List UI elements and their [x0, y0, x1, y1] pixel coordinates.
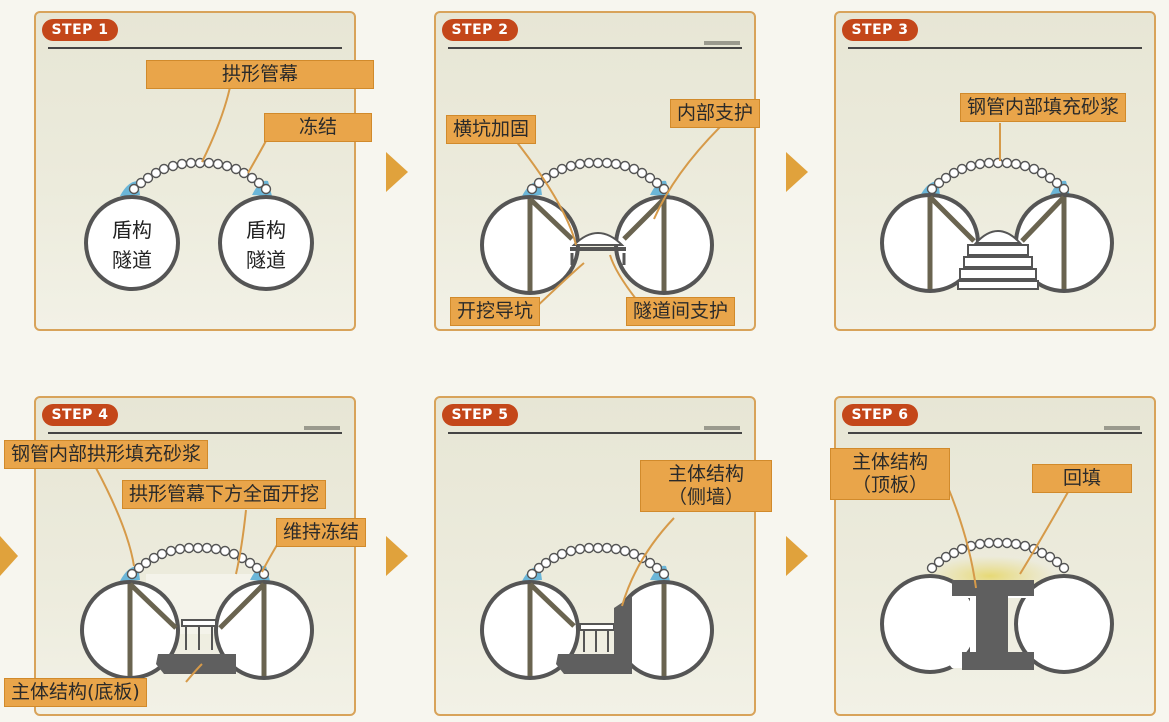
arrow-4-to-5: [386, 536, 408, 576]
label-side-wall-line-2: （侧墙）: [667, 485, 744, 508]
leader-line: [653, 124, 723, 220]
arrow-1-to-2: [386, 152, 408, 192]
tunnel-right-text-1: 盾构: [246, 218, 286, 242]
temporary-frame: [579, 623, 615, 652]
label-arch-pipe-grout: 钢管内部拱形填充砂浆: [4, 440, 209, 469]
label-roof-slab-line-2: （顶板）: [851, 473, 928, 496]
leader-line: [621, 517, 675, 607]
label-keep-freeze: 维持冻结: [276, 518, 367, 547]
step-1-badge: STEP 1: [42, 19, 118, 41]
step-4-ground-line: [48, 432, 342, 434]
tunnel-left-text-2: 隧道: [112, 248, 152, 272]
label-side-wall-line-1: 主体结构: [667, 463, 744, 485]
base-slab: [156, 654, 236, 674]
internal-support: [927, 195, 1067, 289]
arch-pipe-roof: [128, 157, 272, 195]
leader-line: [201, 76, 233, 163]
step-2-panel: STEP 2: [434, 11, 761, 331]
arch-pipe-roof: [526, 157, 670, 195]
arrow-5-to-6: [786, 536, 808, 576]
arch-pipe-roof: [526, 542, 670, 580]
step-5-ground-line: [448, 432, 742, 434]
leader-line: [247, 136, 269, 174]
label-full-excavation: 拱形管幕下方全面开挖: [122, 480, 327, 509]
step-5-mark: [704, 426, 740, 430]
step-3-drawing: [880, 123, 1114, 293]
label-internal-support: 内部支护: [670, 99, 761, 128]
label-between-tunnel-support: 隧道间支护: [626, 297, 736, 326]
pilot-tunnel: [973, 230, 1023, 244]
tunnel-left-text-1: 盾构: [112, 218, 152, 242]
label-roof-slab: 主体结构 （顶板）: [830, 448, 950, 500]
step-3-badge: STEP 3: [842, 19, 918, 41]
pilot-tunnel: [571, 232, 625, 246]
temporary-frame: [181, 619, 217, 650]
leader-line: [1019, 491, 1069, 575]
side-wall: [556, 596, 632, 674]
step-4-panel: STEP 4: [4, 396, 367, 716]
step-2-ground-line: [448, 47, 742, 49]
step-2-mark: [704, 41, 740, 45]
step-1-panel: STEP 1 盾构 隧道 盾构 隧道: [34, 11, 374, 331]
step-4-mark: [304, 426, 340, 430]
leader-line: [185, 663, 203, 683]
internal-support: [527, 582, 667, 676]
tunnel-right-text-2: 隧道: [246, 248, 286, 272]
step-6-drawing: [880, 459, 1114, 674]
step-4-badge: STEP 4: [42, 404, 118, 426]
step-6-mark: [1104, 426, 1140, 430]
step-6-ground-line: [848, 432, 1142, 434]
label-base-slab: 主体结构(底板): [4, 678, 147, 707]
leader-line: [235, 509, 247, 575]
leader-line: [507, 130, 577, 246]
label-cross-passage-reinforcement: 横坑加固: [446, 115, 537, 144]
arch-pipe-roof: [126, 542, 270, 580]
label-freeze: 冻结: [264, 113, 372, 142]
shield-tunnel-right: [218, 195, 314, 291]
step-5-panel: STEP 5: [434, 396, 772, 716]
step-6-panel: STEP 6: [830, 396, 1156, 716]
step-3-ground-line: [848, 47, 1142, 49]
step-3-panel: STEP 3: [834, 11, 1156, 331]
pilot-steps: [957, 244, 1039, 290]
shield-tunnel-left: [84, 195, 180, 291]
leader-line: [95, 467, 135, 567]
internal-support: [127, 582, 267, 676]
label-backfill: 回填: [1032, 464, 1132, 493]
step-2-drawing: [480, 124, 723, 312]
step-1-drawing: 盾构 隧道 盾构 隧道: [84, 76, 314, 291]
step-4-drawing: [80, 467, 314, 683]
arrow-2-to-3: [786, 152, 808, 192]
arch-pipe-roof: [926, 157, 1070, 195]
step-1-ground-line: [48, 47, 342, 49]
arch-pipe-roof: [926, 537, 1070, 574]
step-6-badge: STEP 6: [842, 404, 918, 426]
label-roof-slab-line-1: 主体结构: [851, 451, 928, 473]
label-arch-pipe-roof: 拱形管幕: [146, 60, 374, 89]
label-steel-pipe-grout: 钢管内部填充砂浆: [960, 93, 1127, 122]
step-2-badge: STEP 2: [442, 19, 518, 41]
main-structure-frame: [952, 580, 1034, 670]
label-pilot-excavation: 开挖导坑: [450, 297, 541, 326]
arrow-3-to-4: [0, 536, 18, 576]
label-side-wall: 主体结构 （侧墙）: [640, 460, 772, 512]
step-5-drawing: [480, 517, 714, 680]
step-5-badge: STEP 5: [442, 404, 518, 426]
shield-tunnel-right: [1014, 574, 1114, 674]
internal-support: [527, 197, 667, 291]
